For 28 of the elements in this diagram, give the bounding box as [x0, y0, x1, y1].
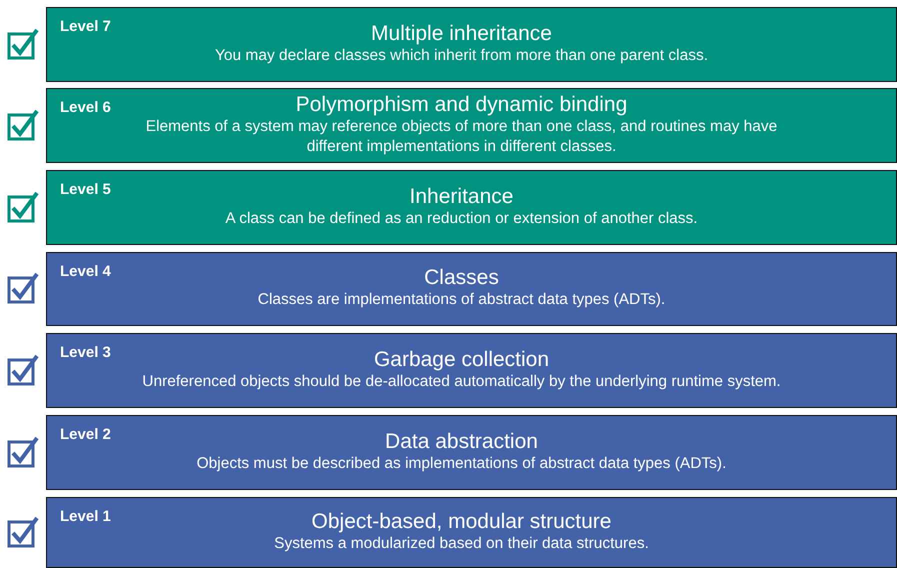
- level-box: [46, 497, 897, 568]
- level-title: Object-based, modular structure: [312, 510, 612, 534]
- level-label: Level 6: [60, 99, 111, 116]
- level-description: Systems a modularized based on their data structures.: [273, 534, 650, 554]
- level-description: You may declare classes which inherit from more than one parent class.: [214, 46, 710, 66]
- level-title: Polymorphism and dynamic binding: [296, 92, 628, 116]
- level-box: [46, 252, 897, 326]
- level-box: [46, 415, 897, 490]
- level-label: Level 4: [60, 263, 111, 280]
- level-box: [46, 170, 897, 245]
- level-title: Data abstraction: [385, 430, 538, 454]
- level-title: Inheritance: [410, 184, 514, 208]
- level-title: Garbage collection: [374, 348, 550, 372]
- level-label: Level 5: [60, 181, 111, 198]
- level-label: Level 2: [60, 426, 111, 443]
- level-box: [46, 88, 897, 163]
- level-label: Level 7: [60, 18, 111, 35]
- level-description: Unreferenced objects should be de-allocated automatically by the underlying runtime system.: [142, 372, 782, 392]
- level-box: [46, 7, 897, 82]
- level-description: Objects must be described as implementations of abstract data types (ADTs).: [196, 454, 728, 474]
- level-label: Level 1: [60, 508, 111, 525]
- level-label: Level 3: [60, 344, 111, 361]
- level-title: Classes: [424, 266, 499, 290]
- level-title: Multiple inheritance: [371, 22, 552, 46]
- level-description: Classes are implementations of abstract data types (ADTs).: [256, 290, 666, 310]
- level-box: [46, 333, 897, 408]
- level-description: Elements of a system may reference objects of more than one class, and routines may have different implementations in different classes.: [144, 116, 778, 156]
- level-description: A class can be defined as an reduction or extension of another class.: [224, 208, 699, 228]
